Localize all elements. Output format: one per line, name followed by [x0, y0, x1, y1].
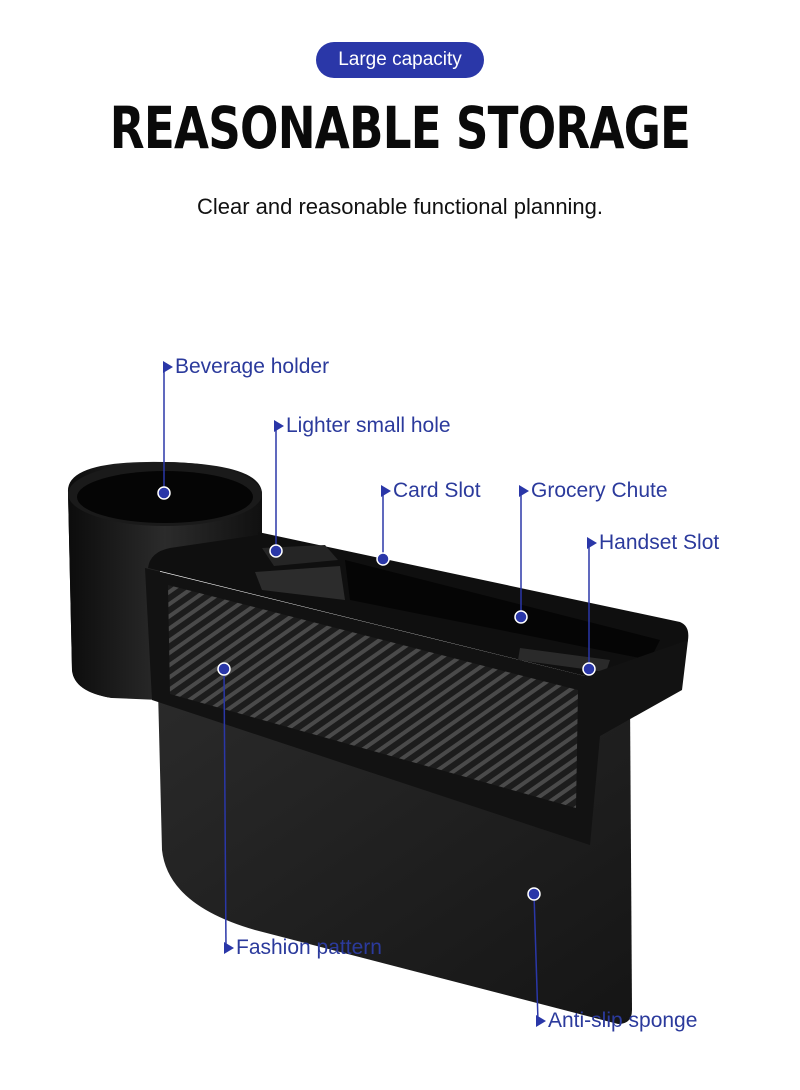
callout-label-lighter-small-hole: Lighter small hole: [286, 414, 451, 437]
pointer-arrow-icon: [519, 485, 529, 497]
card-slot-recess: [255, 566, 345, 600]
pointer-arrow-icon: [224, 942, 234, 954]
callout-label-fashion-pattern: Fashion pattern: [236, 936, 382, 959]
callout-label-card-slot: Card Slot: [393, 479, 481, 502]
large-capacity-badge: Large capacity: [316, 42, 484, 78]
subtitle: Clear and reasonable functional planning…: [196, 194, 604, 219]
callout-label-handset-slot: Handset Slot: [599, 531, 720, 554]
pointer-arrow-icon: [163, 361, 173, 373]
pointer-arrow-icon: [381, 485, 391, 497]
pointer-arrow-icon: [536, 1015, 546, 1027]
headline: REASONABLE STORAGE: [109, 94, 691, 162]
callout-label-grocery-chute: Grocery Chute: [531, 479, 668, 502]
pointer-arrow-icon: [274, 420, 284, 432]
fashion-pattern-panel: [168, 585, 578, 808]
pointer-arrow-icon: [587, 537, 597, 549]
grocery-chute-recess: [345, 560, 660, 660]
callout-label-anti-slip-sponge: Anti-slip sponge: [548, 1009, 698, 1032]
callout-label-beverage-holder: Beverage holder: [175, 355, 330, 378]
